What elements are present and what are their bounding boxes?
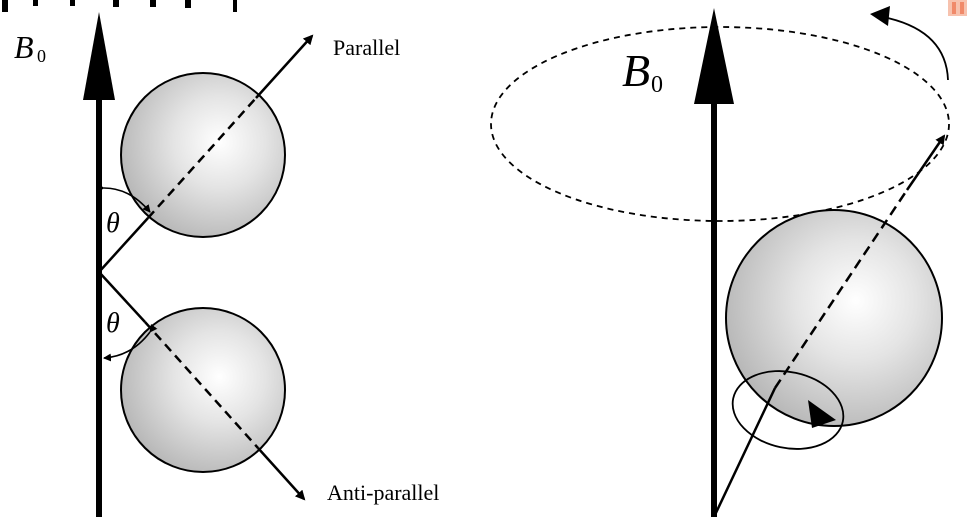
- corner-mark: [948, 0, 967, 16]
- precessing-sphere: [725, 209, 943, 427]
- parallel-vector: [98, 34, 314, 273]
- angle-arc-top: [96, 183, 151, 213]
- parallel-label: Parallel: [333, 35, 400, 60]
- right-b0-subscript: 0: [651, 72, 663, 98]
- upper-sphere: [120, 72, 286, 238]
- left-b0-axis: [83, 12, 115, 517]
- top-cropped-marks: [2, 0, 237, 12]
- left-b0-subscript: 0: [37, 46, 46, 66]
- right-panel: B 0: [490, 6, 950, 517]
- theta-bottom-label: θ: [106, 308, 120, 339]
- left-b0-label: B: [14, 29, 34, 65]
- right-b0-label: B: [622, 45, 650, 96]
- angle-arc-bottom: [103, 324, 158, 362]
- left-panel: B 0 θ θ Parallel: [14, 12, 439, 517]
- precession-orbit: [490, 26, 950, 222]
- precession-direction-arrow: [870, 6, 949, 81]
- anti-parallel-label: Anti-parallel: [327, 480, 439, 505]
- lower-sphere: [120, 307, 286, 473]
- magnetic-moment-vector: [712, 134, 946, 517]
- theta-top-label: θ: [106, 208, 120, 239]
- right-b0-axis: [694, 8, 734, 517]
- spin-rotation-loop: [731, 370, 845, 450]
- anti-parallel-vector: [98, 271, 306, 501]
